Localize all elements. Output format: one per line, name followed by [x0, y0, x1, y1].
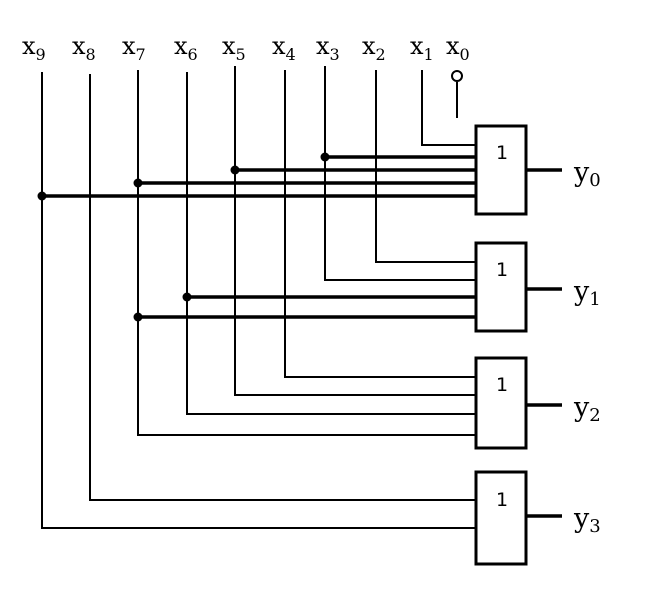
gate-2-symbol: 1	[496, 374, 508, 396]
junction-x6-g1	[182, 292, 192, 302]
junction-x7-g1	[133, 312, 143, 322]
junction-x7-g0	[133, 178, 143, 188]
gate-2: 1 y2	[474, 356, 601, 450]
gate-3-box	[474, 470, 528, 566]
gate-0: 1 y0	[474, 124, 601, 216]
gate-3: 1 y3	[474, 470, 601, 566]
gate-2-box	[474, 356, 528, 450]
junction-x3-g0	[320, 152, 330, 162]
output-label-y1: y1	[573, 276, 601, 310]
input-labels: x9 x8 x7 x6 x5 x4 x3 x2 x1 x0	[22, 32, 470, 64]
input-label-x6: x6	[174, 32, 198, 64]
junction-dots	[37, 152, 330, 322]
wire-x6	[186, 72, 476, 415]
input-lines	[41, 66, 476, 529]
input-label-x7: x7	[122, 32, 146, 64]
junction-x5-g0	[230, 165, 240, 175]
wire-x4	[284, 70, 476, 378]
gate-0-input-wires	[42, 155, 476, 198]
output-label-y3: y3	[573, 503, 601, 537]
gate-1: 1 y1	[474, 241, 601, 333]
wire-x5	[234, 66, 476, 396]
x0-open-terminal	[451, 70, 463, 82]
wire-x2	[375, 70, 476, 263]
gate-1-box	[474, 241, 528, 333]
input-label-x2: x2	[362, 32, 386, 64]
gate-1-symbol: 1	[496, 259, 508, 281]
wire-x9	[41, 72, 476, 529]
input-label-x1: x1	[410, 32, 434, 64]
gate-3-symbol: 1	[496, 489, 508, 511]
output-label-y0: y0	[573, 157, 601, 191]
gate-1-input-wires	[138, 295, 476, 319]
input-label-x3: x3	[316, 32, 340, 64]
wire-x7	[137, 70, 476, 436]
gate-0-box	[474, 124, 528, 216]
input-label-x5: x5	[222, 32, 246, 64]
wire-x1	[421, 70, 476, 146]
junction-x9-g0	[37, 191, 47, 201]
input-label-x9: x9	[22, 32, 46, 64]
input-label-x8: x8	[72, 32, 96, 64]
input-label-x0: x0	[446, 32, 470, 64]
output-label-y2: y2	[573, 392, 601, 426]
input-label-x4: x4	[272, 32, 296, 64]
gate-0-symbol: 1	[496, 142, 508, 164]
wire-x8	[89, 74, 476, 501]
wire-x3	[324, 66, 476, 281]
